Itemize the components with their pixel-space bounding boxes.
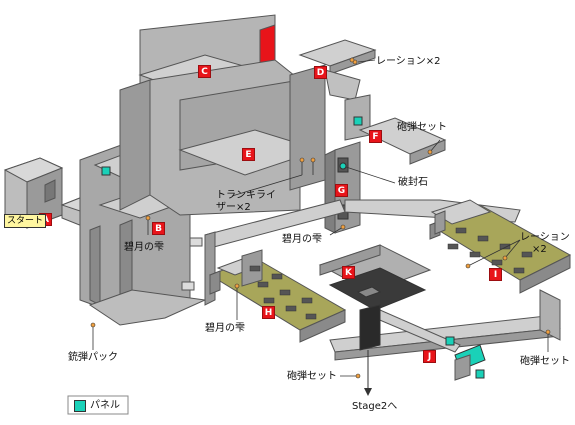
- start-label: スタート: [4, 214, 47, 228]
- area-j: [445, 336, 486, 381]
- label-seal-stone: 破封石: [398, 177, 428, 188]
- marker-e[interactable]: E: [242, 148, 255, 161]
- legend-frame: [67, 395, 129, 415]
- marker-h[interactable]: H: [262, 306, 275, 319]
- label-bullet-set-f: 砲弾セット: [397, 122, 447, 133]
- seal-stone-dot: [339, 162, 347, 170]
- start-building: [3, 157, 64, 229]
- marker-d[interactable]: D: [314, 66, 327, 79]
- marker-g[interactable]: G: [335, 184, 348, 197]
- label-bluemoon-b: 碧月の雫: [124, 242, 164, 253]
- label-tranquilizer-2: ザー×2: [216, 202, 251, 213]
- label-gun-pack: 銃弾パック: [68, 352, 118, 363]
- label-ration-i-1: レーション: [520, 232, 570, 243]
- corridor-f: [353, 116, 447, 165]
- label-bluemoon-h: 碧月の雫: [205, 323, 245, 334]
- room-h: [208, 249, 347, 343]
- room-i: [428, 199, 572, 294]
- label-tranquilizer-1: トランキライ: [216, 190, 276, 201]
- marker-k[interactable]: K: [342, 266, 355, 279]
- item-dots: [90, 57, 551, 379]
- marker-j[interactable]: J: [423, 350, 436, 363]
- label-ration-i-2: ×2: [532, 244, 547, 255]
- legend-panel-icon: [74, 400, 86, 412]
- label-stage2[interactable]: Stage2へ: [352, 401, 398, 412]
- panel-icon: [101, 166, 111, 176]
- marker-i[interactable]: I: [489, 268, 502, 281]
- marker-b[interactable]: B: [152, 222, 165, 235]
- label-bullet-set-right: 砲弾セット: [520, 356, 570, 367]
- label-ration-d: レーション×2: [376, 56, 441, 67]
- leader-lines: [92, 59, 549, 377]
- tower-ce: [119, 14, 326, 216]
- label-bluemoon-g: 碧月の雫: [282, 234, 322, 245]
- legend-panel-label: パネル: [90, 400, 120, 411]
- marker-f[interactable]: F: [369, 130, 382, 143]
- marker-c[interactable]: C: [198, 65, 211, 78]
- label-bullet-set-j: 砲弾セット: [287, 371, 337, 382]
